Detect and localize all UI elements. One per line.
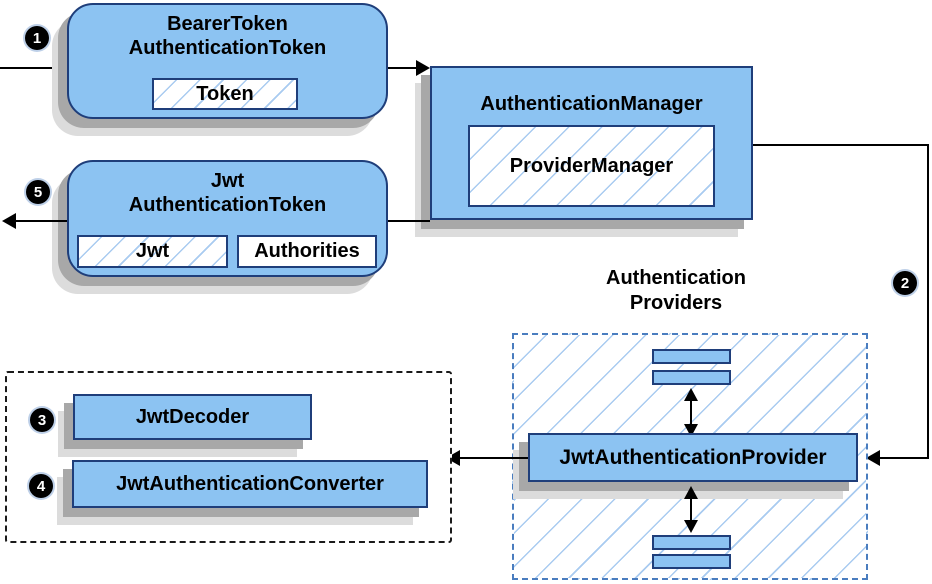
step-badge-1: 1 (25, 26, 49, 50)
node-title: BearerToken AuthenticationToken (69, 5, 386, 60)
node-title-line2: AuthenticationToken (128, 194, 327, 216)
arrowhead-up-icon (684, 388, 698, 401)
provider-stack-bar (652, 535, 731, 550)
bidirectional-arrow-line (690, 495, 692, 523)
flow-line-provider-to-components (460, 457, 528, 459)
chip-jwt: Jwt (77, 235, 228, 268)
node-bearer-token-authentication-token: BearerToken AuthenticationToken Token (67, 3, 388, 119)
arrowhead-left-icon (2, 213, 16, 229)
label-line1: Authentication (606, 267, 746, 289)
authentication-providers-label: Authentication Providers (556, 266, 796, 316)
incoming-request-line (0, 67, 67, 69)
step-badge-3: 3 (30, 408, 54, 432)
flow-line-manager-to-jwt-token (388, 220, 430, 222)
node-title: AuthenticationManager (480, 93, 703, 115)
flow-line-step2-into-provider (880, 457, 929, 459)
chip-authorities: Authorities (237, 235, 377, 268)
flow-line-bearer-to-manager (388, 67, 418, 69)
label-line2: Providers (629, 292, 723, 314)
arrowhead-left-icon (866, 450, 880, 466)
flow-line-step2-vertical (927, 144, 929, 459)
step-badge-5: 5 (26, 180, 50, 204)
node-jwt-decoder: JwtDecoder (73, 394, 312, 440)
chip-token: Token (152, 78, 298, 110)
provider-stack-bar (652, 349, 731, 364)
provider-stack-bar (652, 370, 731, 385)
flow-line-step2-horizontal (753, 144, 929, 146)
chip-provider-manager: ProviderManager (468, 125, 715, 207)
step-badge-2: 2 (893, 271, 917, 295)
arrowhead-right-icon (416, 60, 430, 76)
node-title-line1: BearerToken (167, 13, 288, 35)
arrowhead-up-icon (684, 486, 698, 499)
node-authentication-manager: AuthenticationManager ProviderManager (430, 66, 753, 220)
node-jwt-authentication-provider: JwtAuthenticationProvider (528, 433, 858, 482)
bidirectional-arrow-line (690, 397, 692, 427)
node-title-line2: AuthenticationToken (128, 37, 327, 59)
node-jwt-authentication-token: Jwt AuthenticationToken Jwt Authorities (67, 160, 388, 277)
provider-stack-bar (652, 554, 731, 569)
node-title-line1: Jwt (210, 170, 245, 192)
arrowhead-down-icon (684, 520, 698, 533)
node-title: Jwt AuthenticationToken (69, 162, 386, 217)
node-jwt-authentication-converter: JwtAuthenticationConverter (72, 460, 428, 508)
step-badge-4: 4 (29, 474, 53, 498)
outgoing-response-line (12, 220, 67, 222)
